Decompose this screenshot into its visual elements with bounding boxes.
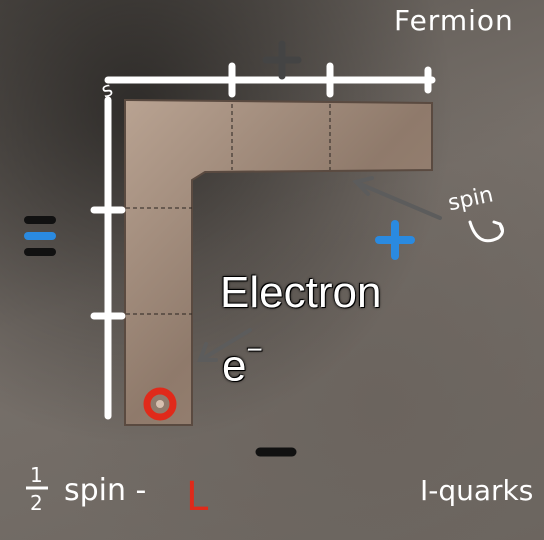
- curved-spin-arrow-icon: [468, 220, 505, 243]
- spin-label: spin: [446, 182, 496, 216]
- electron-charge: −: [246, 334, 263, 365]
- l-shaped-metal-bar: [124, 98, 433, 426]
- l-label: L: [186, 474, 209, 520]
- red-circle-marker: [143, 387, 177, 421]
- fermion-label: Fermion: [394, 4, 514, 37]
- gray-plus-sign: [262, 40, 302, 80]
- quarks-label: I-quarks: [420, 474, 533, 507]
- electron-label: Electron: [220, 268, 382, 317]
- electron-e: e: [222, 341, 247, 391]
- fraction-numerator: 1: [30, 463, 43, 487]
- fraction-denominator: 2: [30, 491, 43, 515]
- spin-arrow: [352, 176, 442, 220]
- spin-bottom-label: spin -: [64, 473, 146, 508]
- equals-sign: [24, 216, 56, 256]
- hole: [156, 400, 164, 408]
- blue-plus-sign: [375, 220, 415, 260]
- electron-symbol: e−: [222, 334, 263, 392]
- electron-arrow: [197, 328, 252, 362]
